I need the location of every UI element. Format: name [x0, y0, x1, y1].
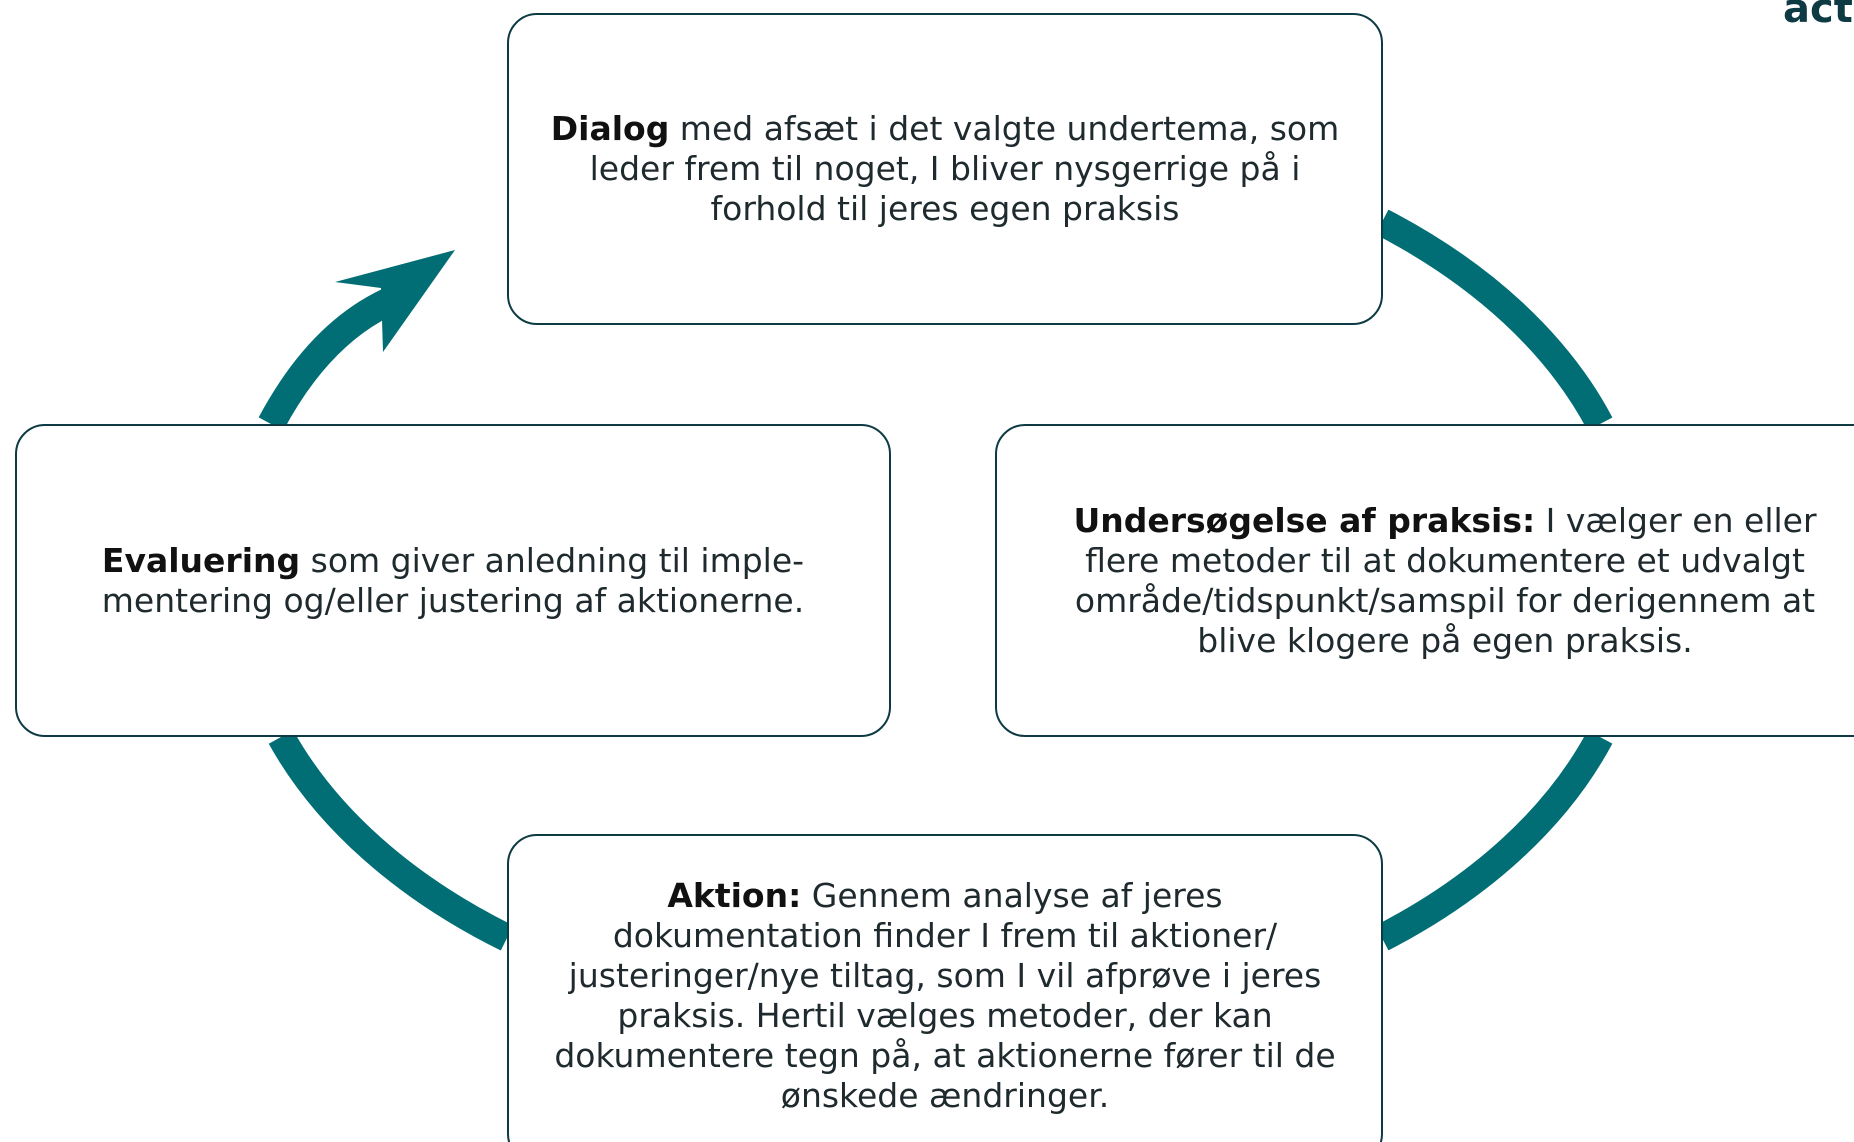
cycle-arrowhead-icon [335, 250, 455, 352]
step-aktion-box: Aktion: Gennem analyse af jeres dokument… [507, 834, 1383, 1142]
ring-segment-bottom-left [268, 730, 514, 951]
step-undersogelse-box: Undersøgelse af praksis: I vælger en ell… [995, 424, 1854, 737]
step-dialog-box: Dialog med afsæt i det valgte undertema,… [507, 13, 1383, 325]
step-undersogelse-body: I vælger en eller flere metoder til at d… [1074, 500, 1817, 660]
ring-segment-top-right [1375, 209, 1613, 431]
step-evaluering-text: Evaluering som giver anledning til imple… [57, 541, 849, 621]
ring-segment-top-left [258, 287, 398, 431]
step-undersogelse-text: Undersøgelse af praksis: I vælger en ell… [1037, 501, 1853, 661]
step-dialog-body: med afsæt i det valgte undertema, som le… [589, 109, 1340, 228]
step-evaluering-box: Evaluering som giver anledning til imple… [15, 424, 891, 737]
step-aktion-text: Aktion: Gennem analyse af jeres dokument… [549, 876, 1341, 1116]
step-dialog-heading: Dialog [550, 109, 670, 148]
step-undersogelse-heading: Undersøgelse af praksis: [1073, 500, 1536, 540]
step-aktion-heading: Aktion: [667, 876, 802, 915]
corner-label: act [1783, 0, 1853, 32]
ring-segment-bottom-right [1375, 730, 1613, 951]
step-evaluering-heading: Evaluering [101, 540, 301, 580]
step-dialog-text: Dialog med afsæt i det valgte undertema,… [549, 109, 1341, 229]
step-aktion-body: Gennem analyse af jeres dokumentation fi… [554, 876, 1336, 1115]
step-evaluering-body: som giver anledning til imple-mentering … [101, 540, 805, 620]
